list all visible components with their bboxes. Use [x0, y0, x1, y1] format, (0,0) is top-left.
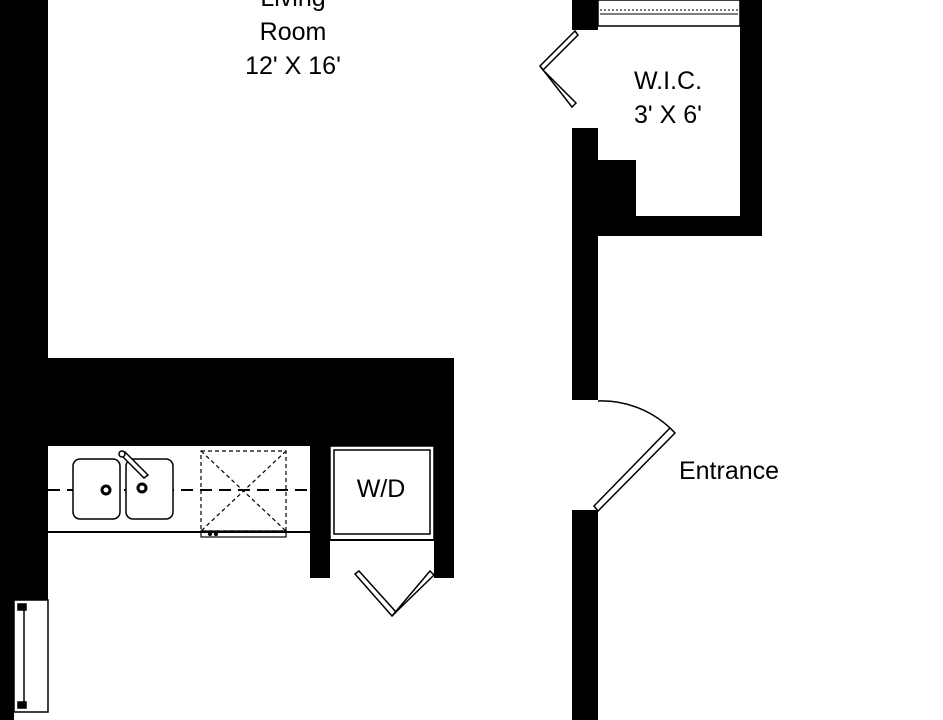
sink-drain-right: [136, 482, 148, 494]
hall-wall-upper: [572, 128, 598, 400]
wic-size: 3' X 6': [634, 101, 702, 129]
living-room-name-line2: Room: [259, 18, 327, 46]
wic-pillar: [598, 160, 636, 216]
walls: [0, 0, 762, 720]
refrigerator[interactable]: [13, 599, 49, 713]
kitchen-bulkhead-wall: [48, 358, 454, 446]
wic-bottom-wall: [572, 216, 762, 236]
sink-basin-right: [125, 458, 174, 520]
kitchen-sink[interactable]: [72, 450, 174, 520]
living-room-size: 12' X 16': [245, 52, 341, 80]
hall-wall-lower: [572, 510, 598, 720]
dishwasher[interactable]: [200, 450, 287, 538]
sink-drain-left: [100, 484, 112, 496]
sink-basin-left: [72, 458, 121, 520]
living-room-label: Living Room 12' X 16': [233, 0, 353, 83]
wd-name: W/D: [356, 475, 406, 503]
wic-shelf: [597, 0, 741, 27]
entrance-door[interactable]: [593, 400, 677, 513]
entrance-label: Entrance: [666, 454, 792, 488]
wic-top-wall: [572, 0, 598, 30]
wd-closet-left-wall: [310, 440, 330, 578]
entrance-name: Entrance: [678, 457, 780, 485]
wic-name: W.I.C.: [633, 67, 703, 95]
left-exterior-wall: [0, 0, 48, 600]
wic-right-wall: [740, 0, 762, 236]
wic-label: W.I.C. 3' X 6': [608, 64, 728, 132]
entrance-door-swing-arc: [597, 400, 675, 433]
entrance-door-leaf: [593, 426, 677, 513]
wd-bifold-door[interactable]: [353, 569, 436, 618]
washer-dryer-unit[interactable]: [329, 445, 435, 541]
wd-closet-right-wall: [434, 440, 454, 578]
living-room-name-line1: Living: [233, 0, 353, 15]
wic-bifold-door[interactable]: [539, 29, 579, 109]
left-lower-wall: [0, 600, 14, 720]
wd-label: W/D: [336, 472, 426, 506]
